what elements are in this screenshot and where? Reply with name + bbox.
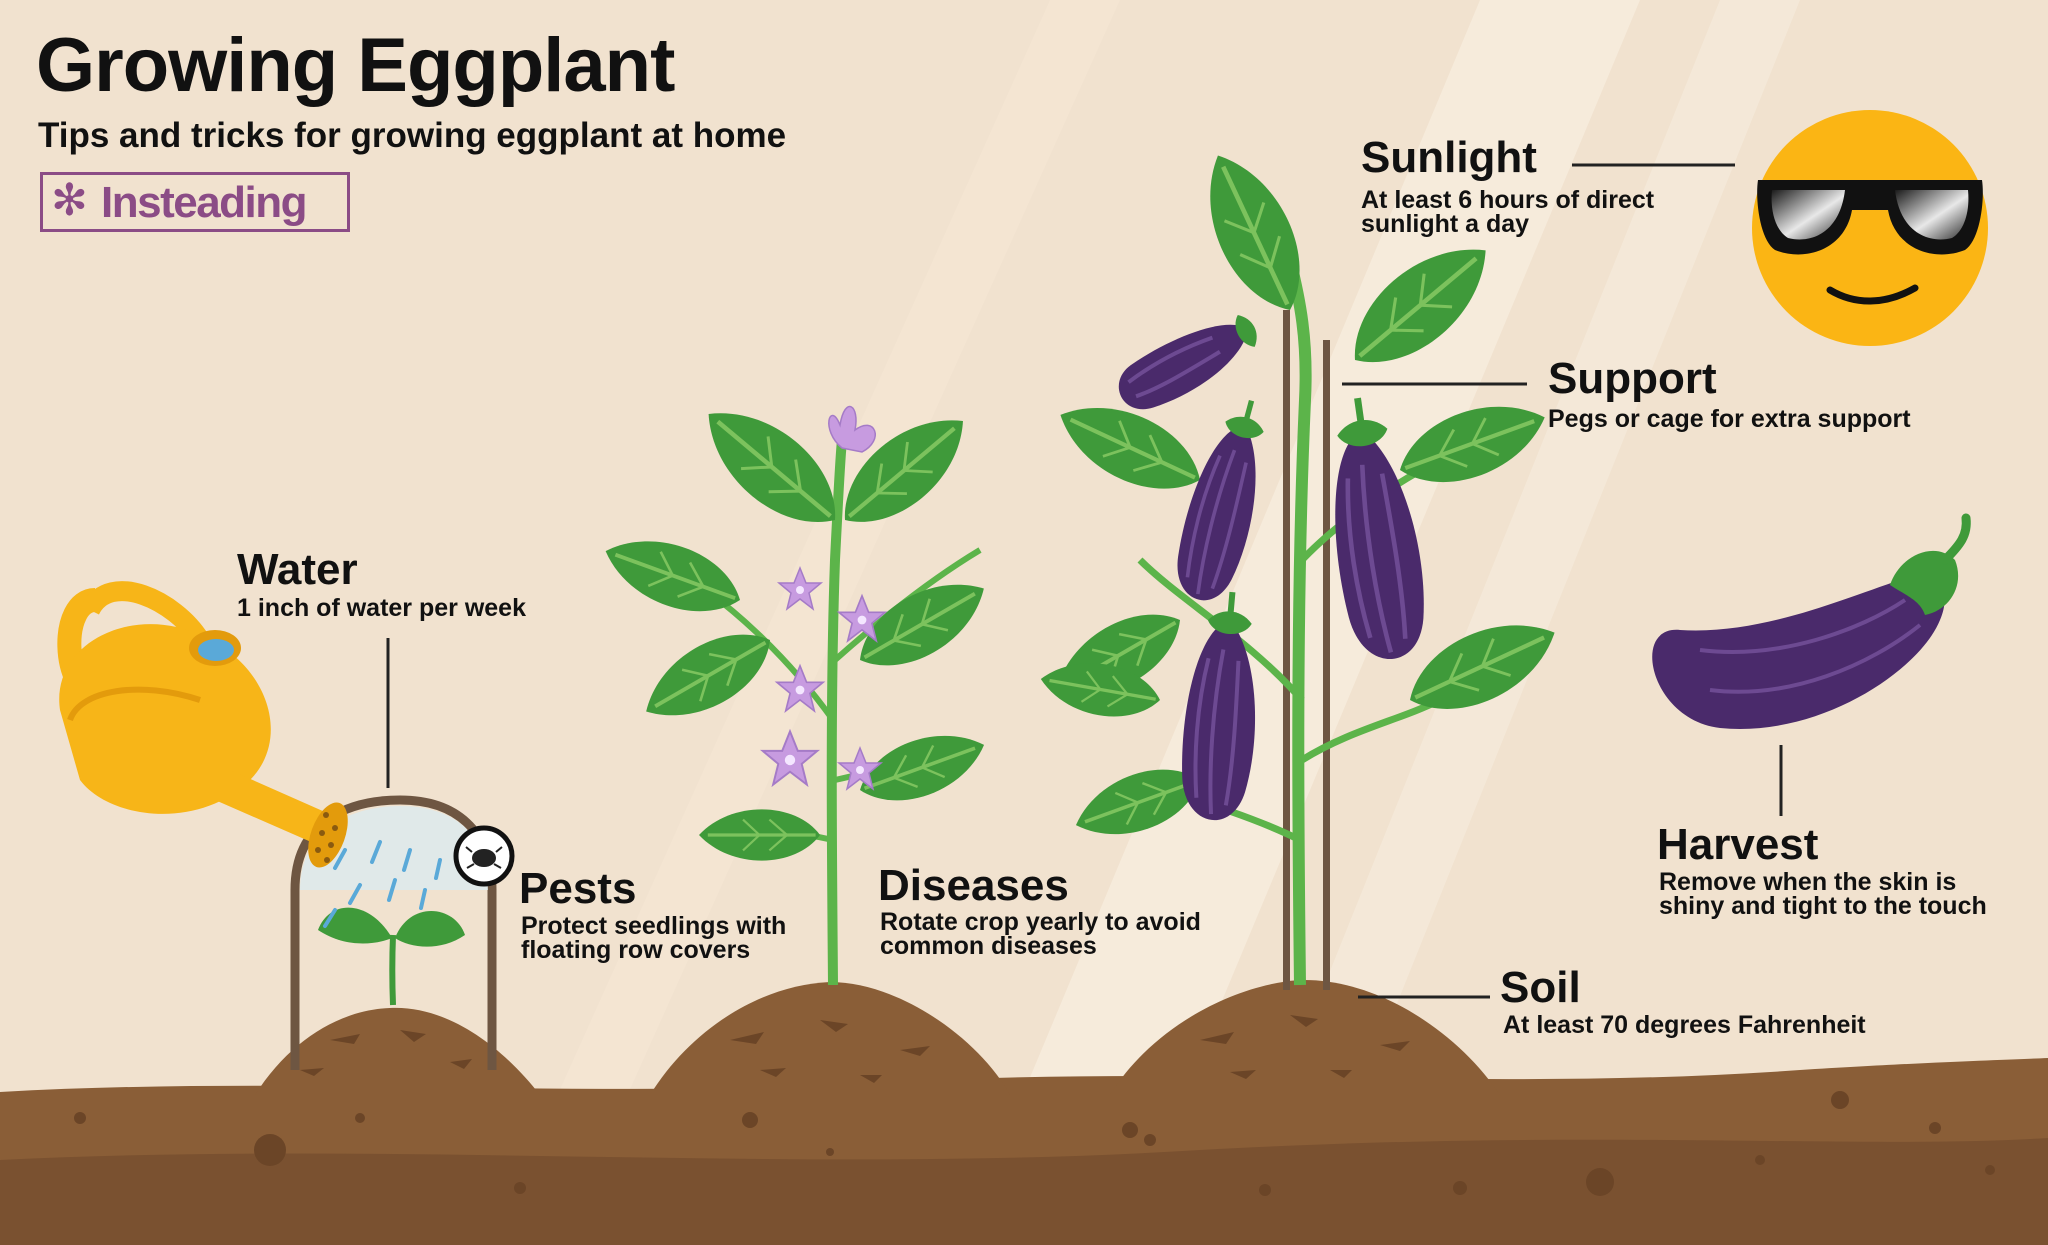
harvested-eggplant-icon xyxy=(1652,513,1971,729)
support-heading: Support xyxy=(1548,354,1717,403)
water-text: 1 inch of water per week xyxy=(237,594,526,622)
brand-logo-text: Insteading xyxy=(101,178,308,227)
brand-logo[interactable]: ✻ Insteading xyxy=(40,172,350,232)
diseases-text-line-1: Rotate crop yearly to avoid xyxy=(880,908,1201,936)
mature-plant xyxy=(1034,140,1568,990)
leader-lines xyxy=(386,163,1783,999)
support-text: Pegs or cage for extra support xyxy=(1548,405,1911,433)
diseases-text-line-2: common diseases xyxy=(880,932,1097,960)
pests-text-line-2: floating row covers xyxy=(521,936,751,964)
harvest-text-line-2: shiny and tight to the touch xyxy=(1659,892,1987,920)
asterisk-icon: ✻ xyxy=(51,175,88,226)
soil-mound-3 xyxy=(1110,979,1500,1095)
sunlight-text-line-2: sunlight a day xyxy=(1361,210,1530,238)
watering-can-icon xyxy=(57,581,348,868)
soil-heading: Soil xyxy=(1500,963,1581,1012)
harvest-text-line-1: Remove when the skin is xyxy=(1659,868,1957,896)
water-heading: Water xyxy=(237,545,358,594)
page-subtitle: Tips and tricks for growing eggplant at … xyxy=(38,116,787,155)
page-title: Growing Eggplant xyxy=(36,23,675,108)
sunlight-heading: Sunlight xyxy=(1361,133,1537,182)
soil-text: At least 70 degrees Fahrenheit xyxy=(1503,1011,1866,1039)
sunlight-text-line-1: At least 6 hours of direct xyxy=(1361,186,1655,214)
flowering-plant xyxy=(593,387,1001,986)
pests-heading: Pests xyxy=(519,864,637,913)
diseases-heading: Diseases xyxy=(878,861,1069,910)
soil-mound-1 xyxy=(255,1007,540,1095)
seedling xyxy=(318,907,465,1006)
soil-mound-2 xyxy=(650,982,1010,1095)
sun-icon xyxy=(1752,110,1988,346)
pests-text-line-1: Protect seedlings with xyxy=(521,912,787,940)
harvest-heading: Harvest xyxy=(1657,820,1819,869)
